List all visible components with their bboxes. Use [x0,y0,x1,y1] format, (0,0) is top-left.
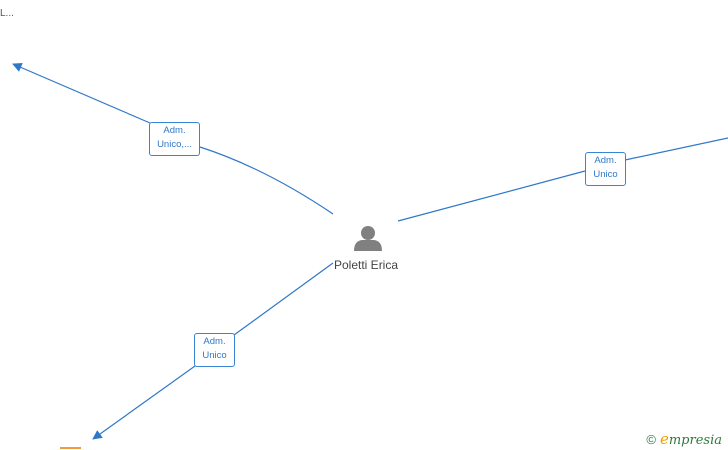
edge-right-tail[interactable] [624,137,728,161]
edge-label-line: Adm. [203,336,226,347]
edge-label-line: Adm. [163,125,186,136]
edge-upper-left-tail[interactable] [12,63,151,124]
brand-logo-letter: e [659,430,669,448]
edge-label-lower-left[interactable]: Adm. Unico [194,333,235,367]
brand-logo-word: mpresia [668,433,722,448]
edge-upper-left[interactable] [199,146,334,215]
center-node-name[interactable]: Poletti Erica [334,258,399,272]
brand-watermark: © empresia [646,430,722,448]
person-icon[interactable] [354,226,382,251]
edge-lower-left[interactable] [233,262,334,336]
edge-label-line: Unico [202,350,227,361]
edge-label-line: Adm. [594,155,617,166]
truncated-node-marker [60,447,81,449]
edge-right[interactable] [397,170,586,222]
edge-lower-left-tail[interactable] [92,365,196,440]
edge-label-line: Unico,... [157,139,192,150]
edge-label-line: Unico [593,169,618,180]
truncated-node-label[interactable]: L... [0,8,14,19]
copyright-symbol: © [646,431,656,447]
edge-label-right[interactable]: Adm. Unico [585,152,626,186]
edge-label-upper-left[interactable]: Adm. Unico,... [149,122,200,156]
